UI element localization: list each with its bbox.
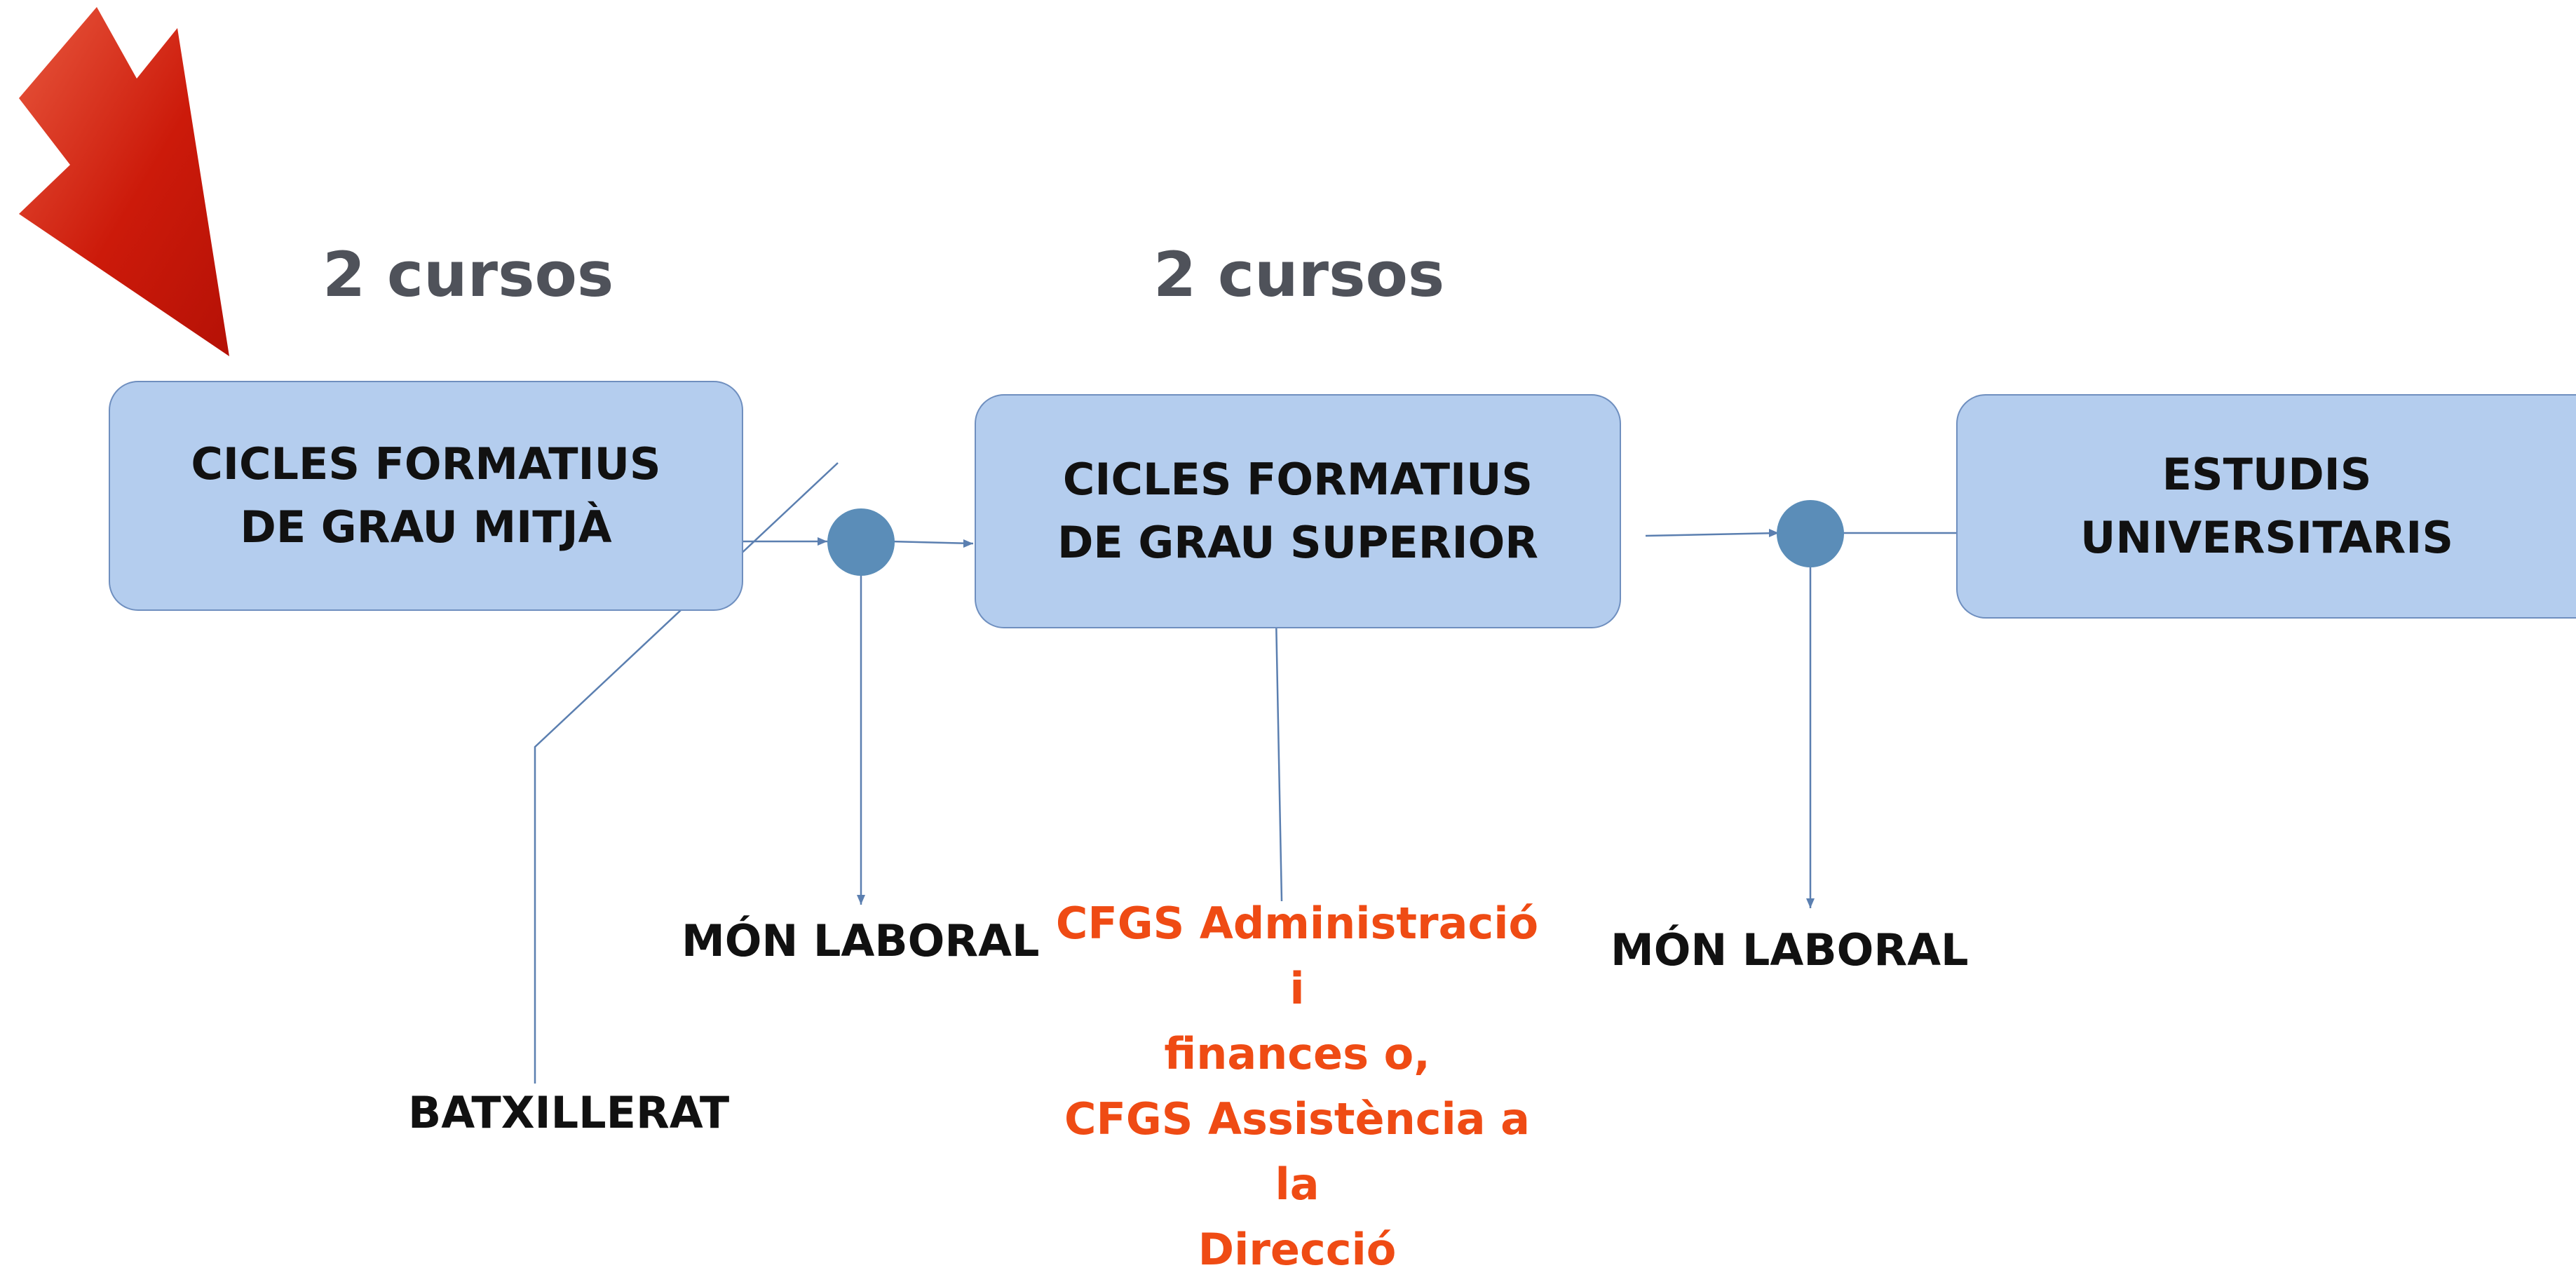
arrowhead-icon [857, 895, 865, 905]
cfgs-options-note: CFGS Administració i finances o, CFGS As… [1055, 898, 1539, 1275]
arrowhead-icon [1806, 898, 1815, 908]
diagram-canvas [19, 7, 2576, 1084]
red-arrow-icon [19, 7, 229, 356]
arrowhead-icon [963, 539, 973, 548]
box-estudis-universitaris: ESTUDIS UNIVERSITARIS [1956, 394, 2576, 619]
connector-node1-superior [890, 540, 974, 545]
connector-superior-node2 [1645, 532, 1780, 537]
duration-label-grau-superior: 2 cursos [1153, 238, 1445, 311]
box-cicles-grau-mitja: CICLES FORMATIUS DE GRAU MITJÀ [109, 381, 743, 611]
label-mon-laboral-2: MÓN LABORAL [1611, 924, 1969, 976]
box-cicles-grau-superior: CICLES FORMATIUS DE GRAU SUPERIOR [975, 394, 1621, 628]
label-batxillerat: BATXILLERAT [408, 1087, 730, 1138]
label-mon-laboral-1: MÓN LABORAL [682, 915, 1040, 966]
arrowhead-icon [1769, 529, 1779, 537]
junction-node-2 [1777, 500, 1844, 567]
connector-superior-cfgs [1275, 616, 1283, 902]
junction-node-1 [827, 508, 895, 576]
duration-label-grau-mitja: 2 cursos [323, 238, 614, 311]
arrowhead-icon [818, 537, 827, 546]
